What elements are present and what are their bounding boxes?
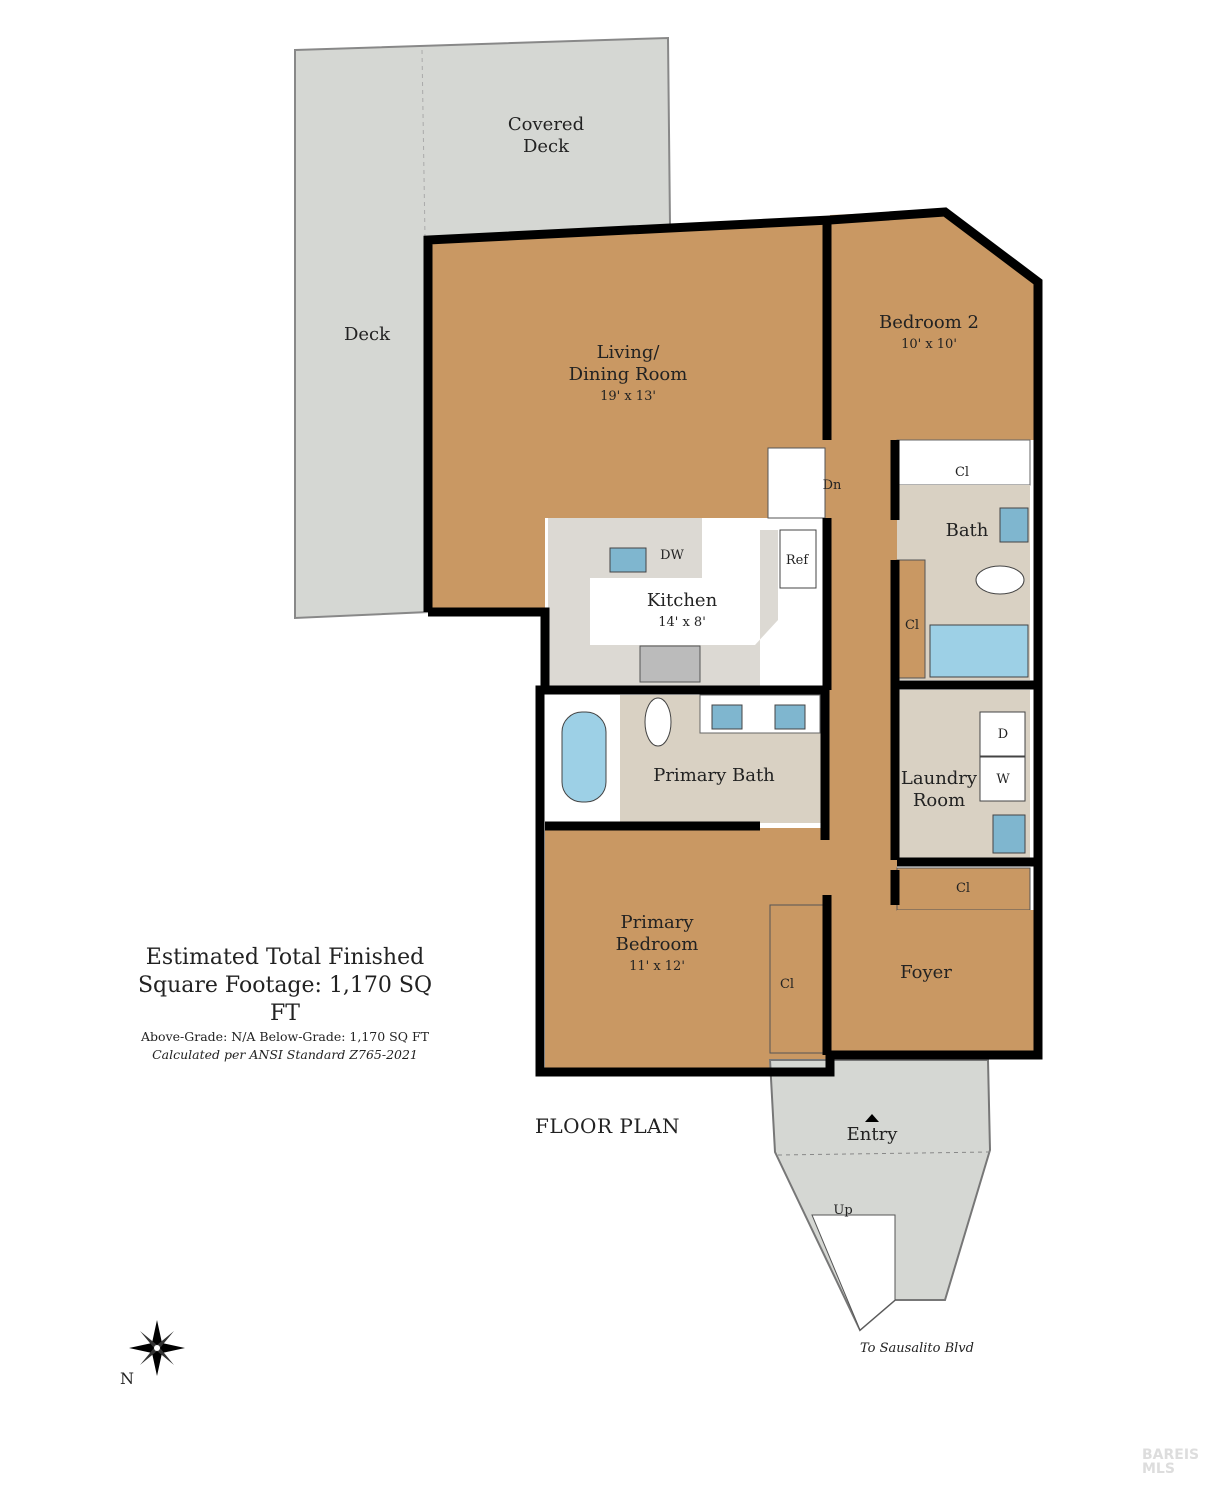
toilet-icon: [975, 565, 1025, 595]
label-foyer: Foyer: [900, 962, 952, 983]
sqft-total: Square Footage: 1,170 SQ FT: [137, 973, 433, 1026]
bath-closet: [896, 439, 1031, 486]
sqft-standard: Calculated per ANSI Standard Z765-2021: [152, 1047, 418, 1062]
entry-arrow-icon: [865, 1114, 879, 1122]
label-closet: Cl: [954, 465, 970, 480]
vanity-sink-icon: [711, 704, 743, 730]
label-stairs-down: Dn: [822, 478, 842, 493]
dryer-icon: [979, 711, 1026, 757]
living-room-floor: [428, 220, 830, 612]
label-stairs-up: Up: [833, 1203, 853, 1218]
label-bath: Bath: [945, 520, 989, 541]
sqft-heading: Estimated Total Finished: [145, 945, 425, 970]
label-closet: Cl: [955, 881, 971, 896]
label-refrigerator: Ref: [785, 553, 809, 568]
compass-rose-icon: [129, 1320, 185, 1376]
compass-north-label: N: [120, 1369, 134, 1388]
hallway-floor: [825, 430, 897, 1060]
label-to-street: To Sausalito Blvd: [860, 1341, 974, 1356]
walls: [423, 207, 1043, 1077]
kitchen-counter: [548, 518, 778, 688]
primary-toilet-icon: [644, 697, 672, 747]
vanity-sink-icon: [774, 704, 806, 730]
bedroom2-floor: [830, 210, 1040, 440]
label-primary-bath: Primary Bath: [653, 765, 775, 786]
label-dryer: D: [997, 727, 1009, 742]
stairs-down: [767, 447, 826, 519]
sqft-breakdown: Above-Grade: N/A Below-Grade: 1,170 SQ F…: [141, 1029, 429, 1044]
floor-plan-title: FLOOR PLAN: [535, 1114, 681, 1138]
label-closet: Cl: [779, 977, 795, 992]
entry-porch: [768, 1059, 992, 1332]
refrigerator-icon: [779, 529, 817, 589]
washer-icon: [979, 756, 1026, 802]
label-washer: W: [996, 772, 1010, 787]
watermark-logo: BAREIS MLS: [1142, 1447, 1200, 1477]
label-deck: Deck: [343, 324, 391, 345]
foyer-floor: [897, 910, 1035, 1055]
laundry-sink-icon: [992, 814, 1026, 854]
label-dishwasher: DW: [660, 548, 684, 563]
shower-icon: [929, 624, 1029, 678]
kitchen-sink-icon: [609, 547, 647, 573]
bath-sink-icon: [999, 507, 1029, 543]
square-footage-info: Estimated Total Finished Square Footage:…: [120, 944, 450, 1064]
stove-icon: [639, 645, 701, 683]
entry-stairs: [811, 1214, 896, 1331]
primary-closet: [769, 904, 828, 1054]
label-closet: Cl: [904, 618, 920, 633]
bathtub-icon: [561, 711, 607, 803]
label-entry: Entry: [846, 1124, 898, 1145]
